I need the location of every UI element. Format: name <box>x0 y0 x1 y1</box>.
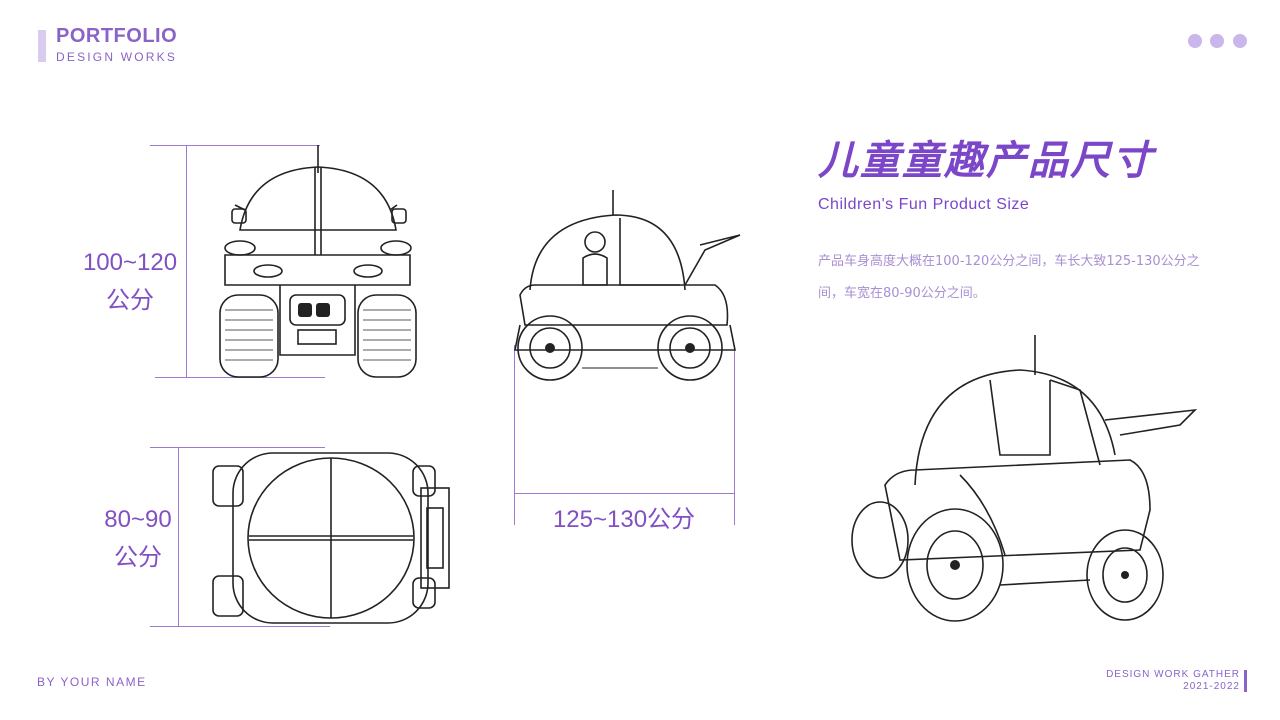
footer-accent-bar <box>1244 670 1247 692</box>
page-subtitle: Children's Fun Product Size <box>818 196 1030 213</box>
dot-1 <box>1188 34 1202 48</box>
width-unit: 公分 <box>114 544 162 571</box>
brand-subtitle: DESIGN WORKS <box>56 50 178 64</box>
side-view-illustration <box>514 190 741 381</box>
height-dimension: 100~120 公分 <box>70 244 190 320</box>
footer-years: 2021-2022 <box>1183 681 1240 692</box>
dim-line-width <box>178 447 179 626</box>
length-dimension: 125~130公分 <box>552 506 696 533</box>
dim-line-left <box>514 345 515 525</box>
footer-author: BY YOUR NAME <box>37 675 147 689</box>
top-view-illustration <box>212 452 450 624</box>
footer-info: DESIGN WORK GATHER 2021-2022 <box>1106 669 1240 693</box>
dim-line-bottom-2 <box>150 626 330 627</box>
dot-2 <box>1210 34 1224 48</box>
perspective-view-illustration <box>851 335 1198 622</box>
dot-3 <box>1233 34 1247 48</box>
dim-line-height <box>186 145 187 377</box>
front-view-illustration <box>219 145 417 378</box>
height-range: 100~120 <box>82 249 178 276</box>
footer-title: DESIGN WORK GATHER <box>1106 669 1240 680</box>
dim-line-top <box>150 145 320 146</box>
width-range: 80~90 <box>104 506 172 533</box>
page-title: 儿童童趣产品尺寸 <box>818 138 1154 184</box>
height-unit: 公分 <box>106 287 154 314</box>
description: 产品车身高度大概在100-120公分之间，车长大致125-130公分之间，车宽在… <box>818 254 1200 301</box>
dim-line-right <box>734 345 735 525</box>
dim-line-top-2 <box>150 447 325 448</box>
brand-title: PORTFOLIO <box>56 25 178 47</box>
dim-line-length <box>514 493 734 494</box>
brand-accent-bar <box>38 30 46 62</box>
width-dimension: 80~90 公分 <box>78 501 198 577</box>
